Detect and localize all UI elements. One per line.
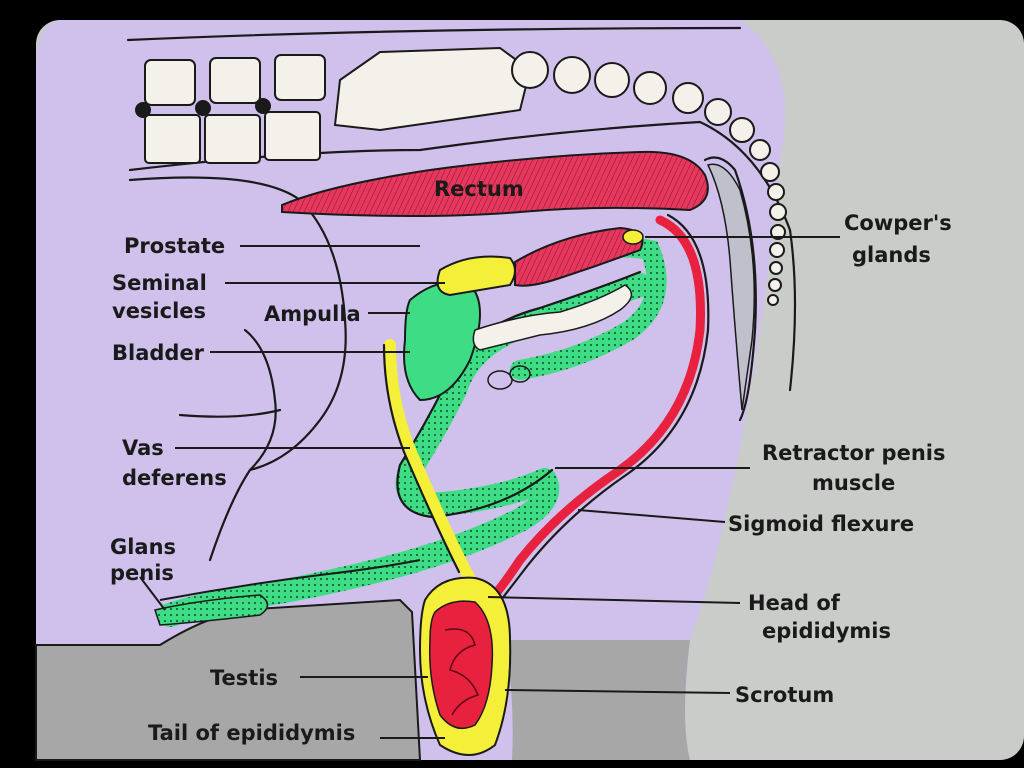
tail-outline	[703, 156, 757, 422]
label-retractor-penis-muscle-line1: Retractor penis	[762, 441, 945, 465]
label-cowpers-glands-line1: Cowper's	[844, 211, 952, 235]
spine	[126, 26, 797, 392]
label-bladder: Bladder	[112, 341, 205, 365]
obturator-rings	[487, 365, 531, 390]
label-vas-deferens-line1: Vas	[122, 436, 164, 460]
rectum	[281, 150, 709, 217]
label-testis: Testis	[210, 666, 278, 690]
pelvis-floor	[178, 408, 282, 418]
testis	[428, 600, 494, 730]
label-retractor-penis-muscle-line2: muscle	[812, 471, 895, 495]
label-scrotum: Scrotum	[735, 683, 834, 707]
label-tail-of-epididymis: Tail of epididymis	[148, 721, 355, 745]
hind-limb-region-right	[505, 640, 690, 760]
sigmoid-outline	[396, 270, 642, 519]
glans-penis	[154, 594, 269, 626]
label-ampulla: Ampulla	[264, 302, 361, 326]
label-seminal-vesicles-line1: Seminal	[112, 271, 207, 295]
retractor-penis-muscle	[485, 215, 705, 605]
label-prostate: Prostate	[124, 234, 225, 258]
label-head-of-epididymis-line1: Head of	[748, 591, 841, 615]
vas-deferens-outline	[382, 343, 461, 574]
pelvis-outline	[128, 176, 347, 472]
prostate	[514, 226, 644, 287]
penis-shaft	[159, 559, 421, 601]
label-seminal-vesicles-line2: vesicles	[112, 299, 206, 323]
label-rectum: Rectum	[434, 177, 524, 201]
label-cowpers-glands-line2: glands	[852, 243, 931, 267]
testis-lobules	[444, 628, 480, 716]
seminal-vesicles	[436, 255, 516, 297]
ischium-bone	[472, 284, 633, 351]
label-glans-penis-line2: penis	[110, 561, 174, 585]
cowpers-glands	[622, 229, 644, 245]
pelvis-inner	[208, 328, 277, 562]
label-head-of-epididymis-line2: epididymis	[762, 619, 891, 643]
leader-lines	[139, 236, 840, 739]
retractor-outline	[495, 213, 710, 607]
label-sigmoid-flexure: Sigmoid flexure	[728, 512, 914, 536]
labels: Rectum Prostate Seminal vesicles Ampulla…	[110, 177, 952, 745]
label-vas-deferens-line2: deferens	[122, 466, 227, 490]
label-glans-penis-line1: Glans	[110, 535, 176, 559]
tail-shadow	[706, 163, 756, 411]
